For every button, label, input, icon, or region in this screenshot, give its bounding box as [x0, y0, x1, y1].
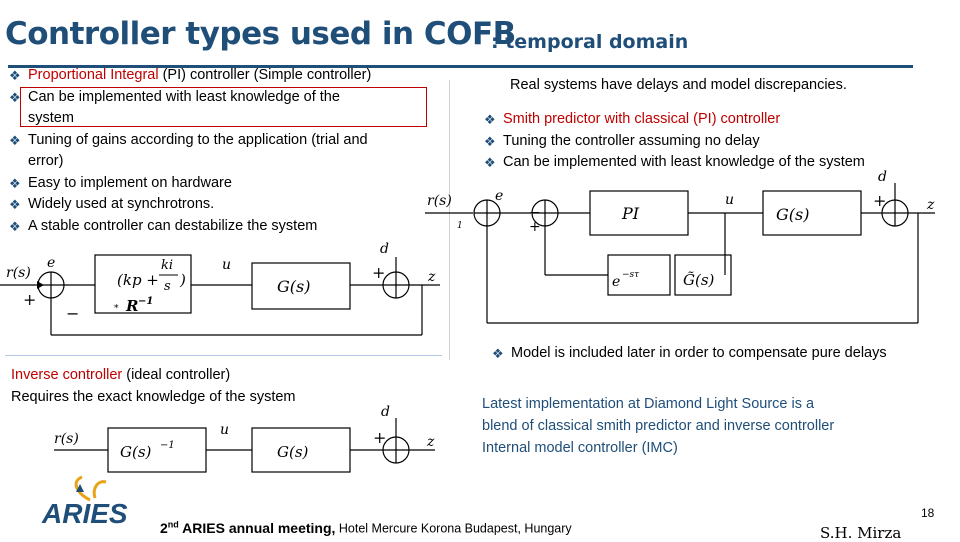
pi-ctrl-den: s [164, 279, 171, 294]
bullet-least-knowledge: ❖Can be implemented with least knowledge… [9, 88, 340, 127]
pi-plant: G(s) [277, 277, 310, 296]
inverse-controller-desc: Requires the exact knowledge of the syst… [11, 389, 296, 405]
section-divider [5, 355, 442, 356]
pi-d-label: d [380, 241, 389, 257]
page-number: 18 [921, 506, 935, 520]
inv-r-label: r(s) [54, 431, 79, 447]
inv-ctrl: G(s) [120, 443, 152, 461]
bullet-pi-controller: ❖Proportional Integral (PI) controller (… [7, 65, 437, 87]
smith-z-label: z [926, 197, 935, 213]
latest-line-1: Latest implementation at Diamond Light S… [482, 396, 815, 412]
pi-z-label: z [427, 269, 436, 285]
pi-control-diagram: r(s) e + − (kp + ki s ) * R −1 u G(s) d … [0, 241, 440, 336]
bullet-widely-used: ❖Widely used at synchrotrons. [7, 194, 437, 216]
smith-r-label: r(s) [427, 193, 452, 209]
pi-ctrl-close: ) [179, 271, 186, 289]
pi-rinv-sup: −1 [138, 296, 153, 307]
pi-ctrl-pre: (kp + [117, 271, 159, 289]
smith-delay: e [612, 274, 620, 290]
inv-ctrl-sup: −1 [160, 440, 175, 451]
smith-u-label: u [725, 192, 734, 208]
diamond-bullet-icon: ❖ [9, 197, 21, 212]
left-bullet-list: ❖Proportional Integral (PI) controller (… [7, 65, 437, 237]
slide-title: Controller types used in COFB [5, 16, 516, 52]
aries-logo: ARIES [41, 475, 128, 529]
bullet-stable-destabilize: ❖A stable controller can destabilize the… [7, 216, 437, 238]
inverse-control-diagram: r(s) G(s) −1 u G(s) d + z [54, 404, 435, 473]
smith-e-label: e [495, 188, 503, 204]
smith-d-label: d [878, 169, 887, 185]
logo-text: ARIES [41, 498, 128, 529]
diamond-bullet-icon: ❖ [9, 68, 21, 83]
diamond-bullet-icon: ❖ [9, 132, 21, 148]
footer-author: S.H. Mirza [820, 524, 902, 542]
smith-predictor-diagram: r(s) e 1 + − PI u G(s) e −sτ G̃(s) d + z [425, 169, 935, 324]
smith-plant: G(s) [776, 205, 809, 224]
bullet-least-knowledge-right: ❖Can be implemented with least knowledge… [482, 152, 942, 174]
latest-line-2: blend of classical smith predictor and i… [482, 418, 835, 434]
pi-ctrl-num: ki [161, 258, 173, 273]
bullet-smith-predictor: ❖Smith predictor with classical (PI) con… [482, 109, 942, 131]
bullet-model-included: ❖Model is included later in order to com… [490, 343, 950, 365]
smith-minus-inner: − [529, 205, 541, 221]
smith-tick: 1 [457, 221, 463, 231]
diamond-bullet-icon: ❖ [9, 89, 21, 105]
pi-rinv: R [125, 297, 138, 315]
diamond-bullet-icon: ❖ [9, 175, 21, 191]
inverse-controller-heading: Inverse controller (ideal controller) [11, 367, 231, 383]
model-bullet-list: ❖Model is included later in order to com… [490, 343, 950, 365]
bullet-tuning-gains: ❖Tuning of gains according to the applic… [9, 131, 368, 170]
right-bullet-list: ❖Smith predictor with classical (PI) con… [482, 109, 942, 174]
smith-ctrl: PI [621, 204, 640, 223]
bullet-easy-implement: ❖Easy to implement on hardware [7, 173, 437, 195]
inv-d-label: d [381, 404, 390, 420]
diamond-bullet-icon: ❖ [484, 133, 496, 149]
bullet-tuning-no-delay: ❖Tuning the controller assuming no delay [482, 131, 942, 153]
pi-e-label: e [47, 255, 55, 271]
pi-minus: − [66, 304, 79, 323]
smith-delay-sup: −sτ [622, 270, 640, 280]
diamond-bullet-icon: ❖ [484, 112, 496, 127]
inv-u-label: u [220, 422, 229, 438]
pi-plus-right: + [372, 263, 385, 282]
diamond-bullet-icon: ❖ [492, 346, 504, 361]
inv-plant: G(s) [277, 443, 309, 461]
pi-plus-left: + [23, 290, 36, 309]
highlight-box [20, 87, 427, 127]
smith-plus-right: + [873, 191, 886, 210]
pi-u-label: u [222, 257, 231, 273]
smith-model: G̃(s) [683, 271, 715, 289]
slide-subtitle: : temporal domain [491, 31, 689, 53]
diamond-bullet-icon: ❖ [9, 218, 21, 234]
latest-line-3: Internal model controller (IMC) [482, 440, 678, 456]
pi-star: * [114, 304, 119, 314]
diamond-bullet-icon: ❖ [484, 155, 496, 170]
inv-z-label: z [426, 434, 435, 450]
inv-plus: + [373, 428, 386, 447]
column-divider [449, 80, 450, 360]
smith-plus-inner: + [529, 219, 541, 235]
pi-r-label: r(s) [6, 265, 31, 281]
footer-meeting: 2nd ARIES annual meeting, Hotel Mercure … [160, 519, 572, 536]
title-underline [8, 65, 913, 68]
real-systems-note: Real systems have delays and model discr… [510, 77, 847, 93]
